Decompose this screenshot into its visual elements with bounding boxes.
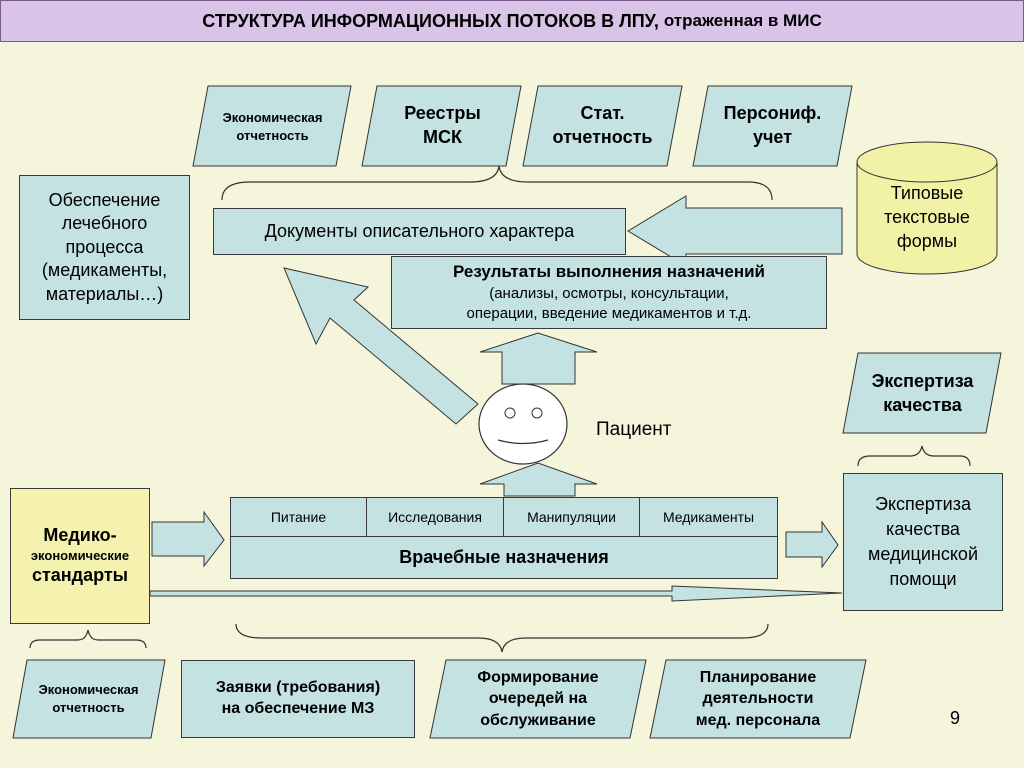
templates-to-docs-arrow [627,195,843,267]
top-box-stat-line1: Стат. [580,102,625,123]
supply-line: лечебного [61,213,148,234]
docs-box: Документы описательного характера [213,208,626,255]
cell-label: Питание [270,509,327,525]
prescriptions-brace [235,623,769,653]
top-box-personal: Персониф. учет [700,90,845,160]
top-box-stat: Стат. отчетность [530,90,675,160]
title-bar: СТРУКТУРА ИНФОРМАЦИОННЫХ ПОТОКОВ В ЛПУ, … [0,0,1024,42]
prescription-cell-research: Исследования [366,497,504,537]
bottom-box-requests: Заявки (требования) на обеспечение МЗ [181,660,415,738]
supply-line: процесса [65,236,144,257]
docs-box-text: Документы описательного характера [264,220,575,241]
quality-care-line: качества [886,518,960,539]
bottom-planning-line2: деятельности [702,690,814,708]
bottom-box-planning-shape [649,659,867,739]
bottom-requests-line1: Заявки (требования) [215,679,381,697]
templates-cylinder: Типовые текстовые формы [857,172,997,262]
cell-label: Манипуляции [527,509,616,525]
templates-cylinder-top [856,141,998,183]
standards-line3: стандарты [31,565,129,586]
standards-box: Медико- экономические стандарты [10,488,150,624]
quality-brace [857,445,971,467]
page-number: 9 [950,708,961,728]
bottom-requests-line2: на обеспечение МЗ [221,700,375,717]
bottom-planning-line1: Планирование [699,668,817,686]
top-box-registries-line2: МСК [423,127,462,147]
top-box-personal-line1: Персониф. [723,102,822,123]
patient-to-docs-arrow-shape [283,267,479,425]
top-box-economic-shape [192,85,352,167]
supply-box: Обеспечение лечебного процесса (медикаме… [19,175,190,320]
templates-cylinder-shape [856,162,998,275]
supply-line: материалы…) [45,283,164,304]
quality-top-shape [842,352,1002,434]
prescription-cell-medicines: Медикаменты [639,497,778,537]
quality-care-line: Экспертиза [875,493,971,514]
patient-to-results-arrow [479,332,598,385]
bottom-queues-line3: обслуживание [480,711,596,729]
results-title: Результаты выполнения назначений [453,261,765,281]
standards-line1: Медико- [43,525,117,546]
cell-label: Исследования [388,509,482,525]
top-brace [221,165,773,201]
bottom-planning-line3: мед. персонала [695,711,821,729]
results-box: Результаты выполнения назначений (анализ… [391,256,827,329]
standards-brace [29,629,147,649]
quality-top-line2: качества [883,395,962,415]
bottom-box-economic-shape [12,659,166,739]
results-line: (анализы, осмотры, консультации, [489,284,729,302]
bottom-box-queues-shape [429,659,647,739]
patient-eye-left [504,407,516,419]
top-box-economic-line2: отчетность [236,128,309,143]
bottom-queues-line2: очередей на [488,690,588,708]
bottom-box-queues: Формирование очередей на обслуживание [438,662,638,736]
quality-care-box: Экспертиза качества медицинской помощи [843,473,1003,611]
quality-care-line: медицинской [868,544,978,564]
prescription-cell-manipulations: Манипуляции [503,497,640,537]
title-sub: отраженная в МИС [663,11,822,30]
templates-line: Типовые [890,182,964,203]
cell-label: Медикаменты [662,509,755,525]
bottom-box-economic: Экономическая отчетность [16,664,161,734]
quality-top: Экспертиза качества [850,358,995,428]
quality-top-line1: Экспертиза [871,370,974,391]
patient-face [478,383,568,465]
top-box-registries-line1: Реестры [404,102,481,123]
bottom-queues-line1: Формирование [477,668,599,686]
top-box-economic-line1: Экономическая [222,110,323,126]
top-box-economic: Экономическая отчетность [200,92,345,162]
prescriptions-to-patient-arrow [479,462,598,497]
top-box-stat-line2: отчетность [552,127,653,147]
results-line: операции, введение медикаментов и т.д. [466,304,752,322]
prescriptions-title: Врачебные назначения [399,546,609,567]
patient-mouth [497,439,549,445]
bottom-economic-line2: отчетность [52,700,125,715]
templates-line: текстовые [884,206,970,227]
title-main: СТРУКТУРА ИНФОРМАЦИОННЫХ ПОТОКОВ В ЛПУ, [202,10,659,31]
top-box-registries-shape [361,85,522,167]
templates-line: формы [896,231,958,252]
prescriptions-box: Врачебные назначения [230,536,778,579]
top-box-personal-shape [692,85,853,167]
supply-line: Обеспечение [48,190,161,211]
bottom-box-planning: Планирование деятельности мед. персонала [658,662,858,736]
patient-label: Пациент [596,419,672,440]
top-box-stat-shape [522,85,683,167]
patient-eye-right [531,407,543,419]
prescriptions-to-quality-arrow [785,520,839,569]
prescription-cell-food: Питание [230,497,367,537]
bottom-economic-line1: Экономическая [38,682,139,698]
supply-line: (медикаменты, [41,260,168,281]
top-box-personal-line2: учет [752,127,793,147]
standards-to-prescriptions-arrow [151,510,225,568]
quality-care-line: помощи [889,569,957,590]
standards-to-quality-arrow [149,585,843,602]
standards-line2: экономические [30,547,130,563]
